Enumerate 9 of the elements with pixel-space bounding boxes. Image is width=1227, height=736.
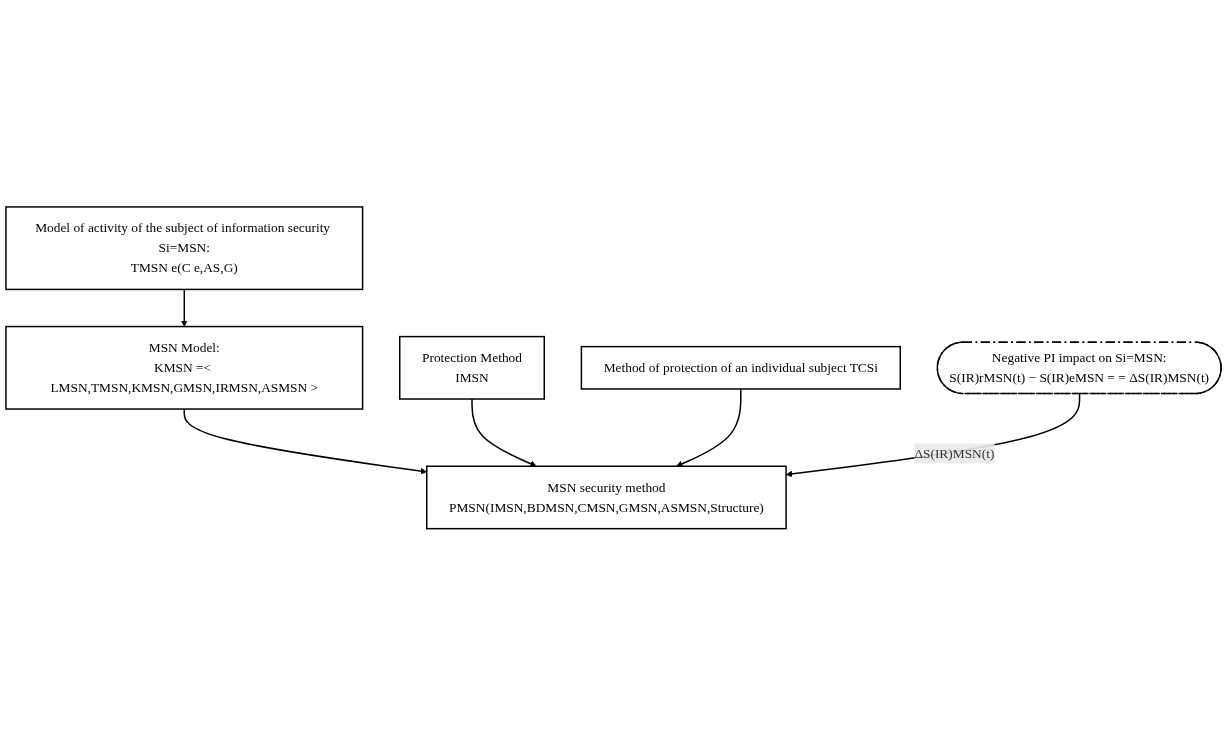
arrow <box>676 388 742 468</box>
node-box: Method of protection of an individual subject TCSi <box>580 346 901 390</box>
edge-label: ΔS(IR)MSN(t) <box>914 445 995 461</box>
arrow <box>471 398 537 468</box>
node-box: Protection Method IMSN <box>399 336 545 400</box>
arrow <box>181 288 188 328</box>
node-box: MSN Model: KMSN =< LMSN,TMSN,KMSN,GMSN,IRMSN,ASMSN > <box>5 326 364 410</box>
node-box: MSN security method PMSN(IMSN,BDMSN,CMSN,GMSN,ASMSN,Structure) <box>426 465 787 530</box>
node-box: Model of activity of the subject of information security Si=MSN: TMSN e(C e,AS,G) <box>5 206 364 291</box>
